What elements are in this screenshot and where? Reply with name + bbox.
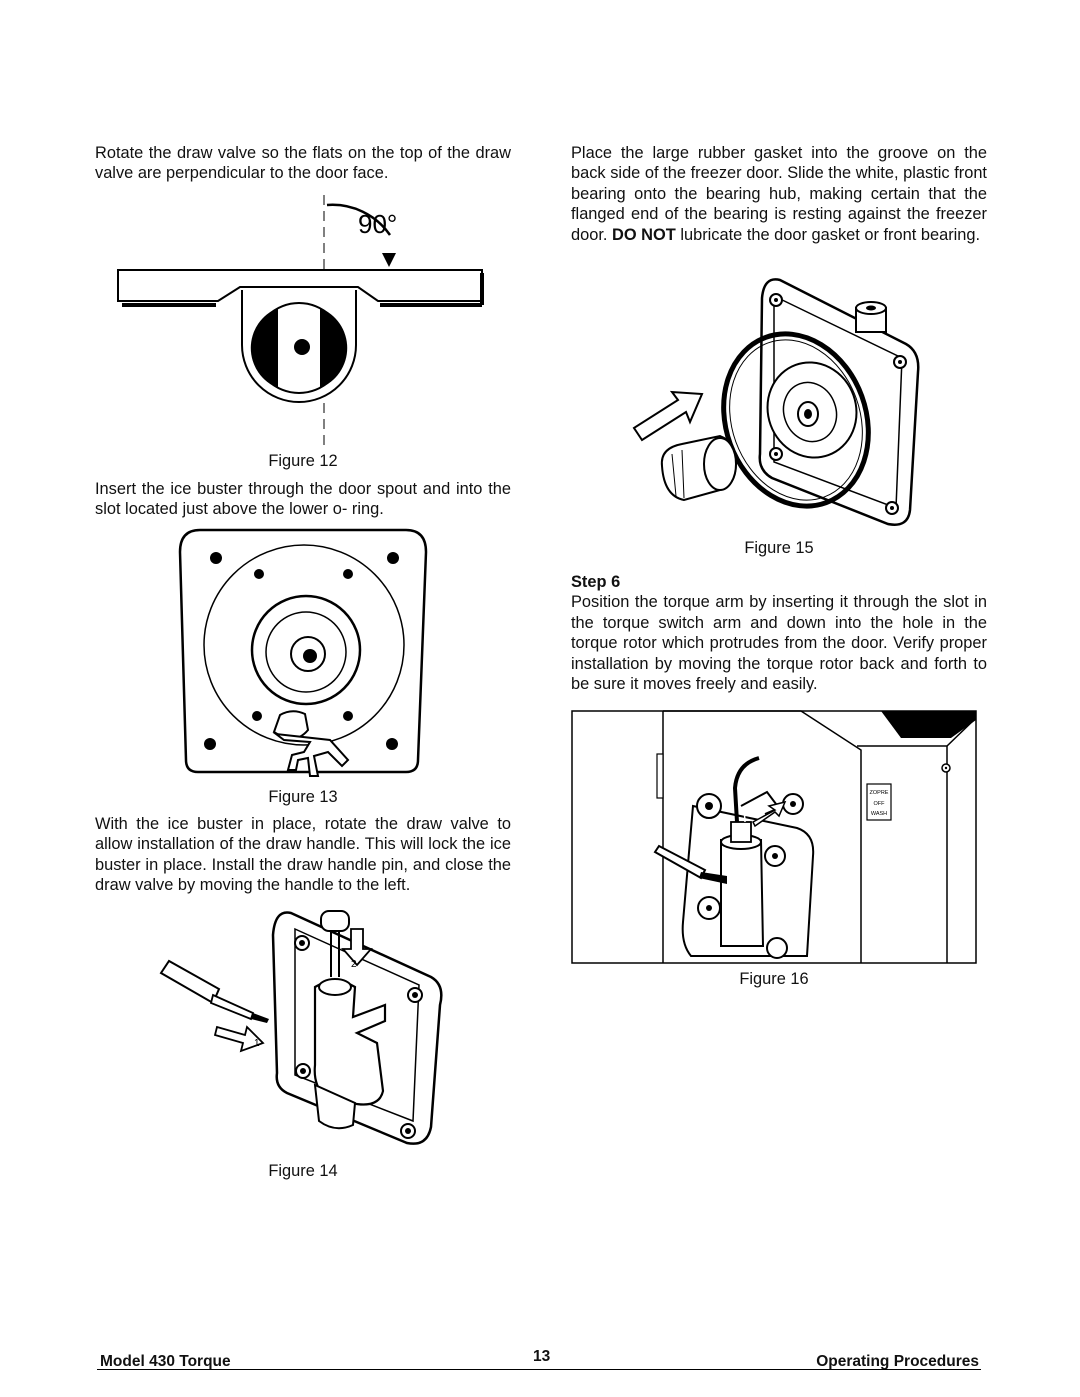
footer-rule <box>97 1369 981 1370</box>
left-column-3: With the ice buster in place, rotate the… <box>95 814 511 896</box>
figure-15-gasket-bearing-diagram <box>632 278 920 526</box>
left-column: Rotate the draw valve so the flats on th… <box>95 143 511 184</box>
gasket-text-a: Place the large rubber gasket into the g… <box>571 144 987 244</box>
figure-12-caption: Figure 12 <box>268 452 338 470</box>
paragraph-rotate-valve: Rotate the draw valve so the flats on th… <box>95 144 511 183</box>
step-label-2: 2 <box>351 959 357 970</box>
figure-16-caption: Figure 16 <box>739 970 809 988</box>
switch-label-mid: OFF <box>874 801 886 807</box>
footer-section: Operating Procedures <box>816 1353 979 1370</box>
gasket-text-bold: DO NOT <box>612 225 676 244</box>
gasket-text-b: lubricate the door gasket or front beari… <box>675 225 981 244</box>
figure-15-caption: Figure 15 <box>744 539 814 557</box>
step-6-heading: Step 6 <box>571 573 621 591</box>
switch-label-bot: WASH <box>871 811 887 817</box>
figure-16-torque-arm-photo: ZOPRE OFF WASH <box>571 710 977 964</box>
switch-label-top: ZOPRE <box>870 790 889 796</box>
figure-13-caption: Figure 13 <box>268 788 338 806</box>
figure-13-door-front-diagram <box>178 528 428 777</box>
angle-label: 90° <box>358 209 397 239</box>
paragraph-torque-arm: Position the torque arm by inserting it … <box>571 593 987 694</box>
step-label-1: 1 <box>254 1038 260 1049</box>
left-column-2: Insert the ice buster through the door s… <box>95 479 511 520</box>
figure-14-draw-valve-handle-diagram: 2 1 <box>159 910 443 1145</box>
paragraph-gasket-bearing: Place the large rubber gasket into the g… <box>571 143 987 245</box>
paragraph-rotate-draw-handle: With the ice buster in place, rotate the… <box>95 815 511 895</box>
paragraph-insert-ice-buster: Insert the ice buster through the door s… <box>95 480 511 519</box>
figure-14-caption: Figure 14 <box>268 1162 338 1180</box>
right-column-2: Step 6 Position the torque arm by insert… <box>571 572 987 694</box>
figure-12-draw-valve-diagram: 90° <box>117 195 484 450</box>
footer-model: Model 430 Torque <box>100 1353 231 1370</box>
right-column: Place the large rubber gasket into the g… <box>571 143 987 245</box>
page-number: 13 <box>533 1348 551 1365</box>
